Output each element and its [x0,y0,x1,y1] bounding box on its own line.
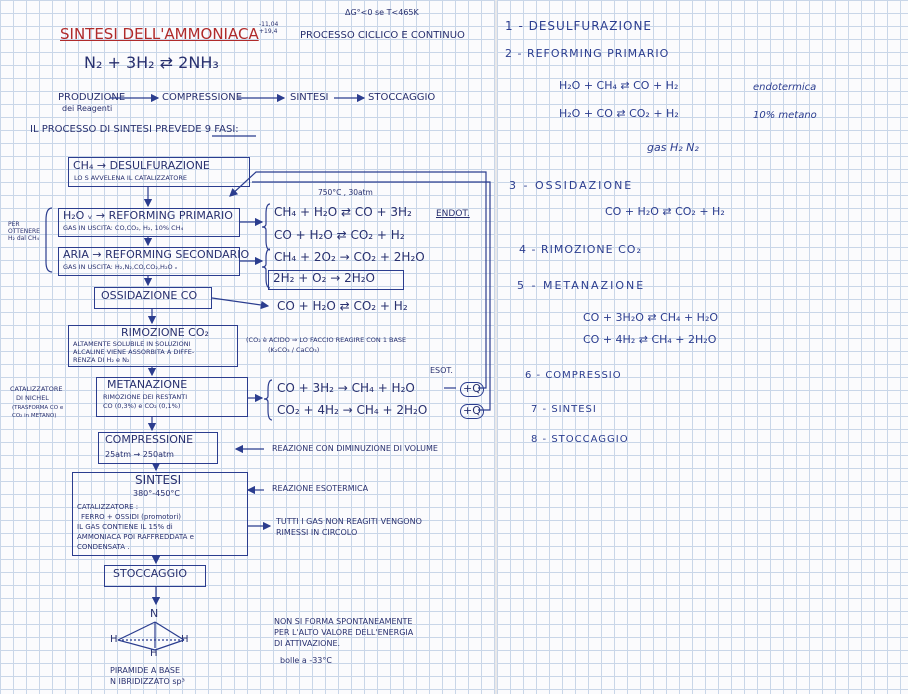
compr-sub: 25atm → 250atm [105,450,174,459]
box-ossidazione: OSSIDAZIONE CO [94,287,212,309]
meth-note1: RIMOZIONE DEI RESTANTI [103,394,187,401]
main-equation: N₂ + 3H₂ ⇄ 2NH₃ [84,54,219,72]
molecule-caption2: N IBRIDIZZATO sp³ [110,677,185,686]
compr-side: REAZIONE CON DIMINUZIONE DI VOLUME [272,444,438,453]
reform2-note: GAS IN USCITA: H₂,N₂,CO,CO₂,H₂O ᵥ [63,264,177,271]
catalyst-note3: (TRASFORMA CO e [12,405,63,411]
right-line-4: 4 - RIMOZIONE CO₂ [519,244,642,257]
meth-eq2: CO₂ + 4H₂ → CH₄ + 2H₂O [277,404,427,418]
reform1-tag: ENDOT. [436,209,470,219]
side-note-h2: PER OTTENERE H₂ dal CH₄ [8,222,48,243]
right-line-2c: gas H₂ N₂ [647,142,699,155]
flow-step-synthesis: SINTESI [290,92,329,104]
synth-temp: 380°-450°C [133,489,180,498]
notebook-page-right: 1 - DESULFURAZIONE 2 - REFORMING PRIMARI… [497,0,908,694]
synth-side2a: TUTTI I GAS NON REAGITI VENGONO [276,517,422,526]
box-sintesi: SINTESI 380°-450°C CATALIZZATORE : FERRO… [72,472,248,556]
catalyst-note2: DI NICHEL [16,395,49,402]
catalyst-note1: CATALIZZATORE [10,386,63,393]
flow-step-production-sub: dei Reagenti [62,104,112,113]
molecule-h-left: H [110,634,118,646]
right-line-2a: H₂O + CH₄ ⇄ CO + H₂ [559,80,678,93]
co2rem-side1: (CO₂ è ACIDO ⇒ LO FACCIO REAGIRE CON 1 B… [246,337,406,344]
flow-step-compression: COMPRESSIONE [162,92,242,104]
synth-cat1: CATALIZZATORE : [77,503,138,511]
right-line-2b: H₂O + CO ⇄ CO₂ + H₂ [559,108,679,121]
oxid-title: OSSIDAZIONE CO [101,290,197,303]
right-line-5a: CO + 3H₂O ⇄ CH₄ + H₂O [583,312,718,325]
right-line-2b-note: 10% metano [753,110,817,122]
box-stoccaggio: STOCCAGGIO [104,565,206,587]
box-reforming-primario: H₂O ᵥ → REFORMING PRIMARIO GAS IN USCITA… [58,208,240,237]
reform1-eq2: CO + H₂O ⇄ CO₂ + H₂ [274,229,405,243]
right-line-6: 6 - COMPRESSIO [525,370,622,382]
flow-step-production: PRODUZIONE [58,92,125,104]
desulf-note: LO S AVVELENA IL CATALIZZATORE [74,175,187,182]
header-note: ΔG°<0 se T<465K [345,8,419,17]
synth-cat3: IL GAS CONTIENE IL 15% di [77,523,173,531]
right-line-2: 2 - REFORMING PRIMARIO [505,48,669,61]
phases-intro: IL PROCESSO DI SINTESI PREVEDE 9 FASI: [30,124,239,136]
right-line-5: 5 - METANAZIONE [517,280,645,293]
box-metanazione: METANAZIONE RIMOZIONE DEI RESTANTI CO (0… [96,377,248,417]
box-rimozione-co2: RIMOZIONE CO₂ ALTAMENTE SOLUBILE IN SOLU… [68,325,238,367]
box-desulfurazione: CH₄ → DESULFURAZIONE LO S AVVELENA IL CA… [68,157,250,187]
title-note: -11,04 +19,4 [259,22,289,36]
molecule-h-bottom: H [150,648,158,660]
co2rem-title: RIMOZIONE CO₂ [121,327,209,340]
right-line-7: 7 - SINTESI [531,404,597,416]
reform2-eq1: CH₄ + 2O₂ → CO₂ + 2H₂O [274,251,425,265]
catalyst-note4: CO₂ in METANO) [12,413,56,419]
compr-title: COMPRESSIONE [105,434,193,447]
synth-side1: REAZIONE ESOTERMICA [272,484,368,493]
reform2-title: ARIA → REFORMING SECONDARIO [63,249,249,262]
molecule-h-right: H [181,634,189,646]
reform1-title: H₂O ᵥ → REFORMING PRIMARIO [63,210,233,223]
reform1-note: GAS IN USCITA: CO,CO₂, H₂, 10% CH₄ [63,225,183,232]
synth-cat5: CONDENSATA . [77,543,129,551]
right-line-8: 8 - STOCCAGGIO [531,434,629,446]
synth-side2b: RIMESSI IN CIRCOLO [276,528,357,537]
page-title: SINTESI DELL'AMMONIACA [60,26,259,43]
oxid-eq: CO + H₂O ⇄ CO₂ + H₂ [277,300,408,314]
bottom-note4: bolle a -33°C [280,656,332,665]
co2rem-note3: RENZA DI H₂ e N₂ [73,357,130,364]
bottom-note1: NON SI FORMA SPONTANEAMENTE [274,617,412,626]
bottom-note2: PER L'ALTO VALORE DELL'ENERGIA [274,628,413,637]
co2rem-side2: (K₂CO₃ / CaCO₃) [268,347,319,354]
reform2-eq2: 2H₂ + O₂ → 2H₂O [273,272,375,286]
molecule-n: N [150,608,158,621]
flow-step-storage: STOCCAGGIO [368,92,435,104]
bottom-note3: DI ATTIVAZIONE. [274,639,340,648]
box-reform2-eq2: 2H₂ + O₂ → 2H₂O [268,270,404,290]
molecule-caption1: PIRAMIDE A BASE [110,666,180,675]
meth-q1: +Q [460,382,484,397]
process-type: PROCESSO CICLICO E CONTINUO [300,30,465,42]
desulf-title: CH₄ → DESULFURAZIONE [73,160,210,173]
synth-title: SINTESI [135,474,181,488]
box-compressione: COMPRESSIONE 25atm → 250atm [98,432,218,464]
box-reforming-secondario: ARIA → REFORMING SECONDARIO GAS IN USCIT… [58,247,240,276]
notebook-page-left: SINTESI DELL'AMMONIACA -11,04 +19,4 ΔG°<… [0,0,495,694]
storage-title: STOCCAGGIO [113,568,187,581]
right-line-2a-note: endotermica [753,82,816,94]
meth-tag: ESOT. [430,366,453,375]
meth-title: METANAZIONE [107,379,187,392]
reform1-conditions: 750°C , 30atm [318,189,373,198]
right-line-3a: CO + H₂O ⇄ CO₂ + H₂ [605,206,725,219]
reform1-eq1: CH₄ + H₂O ⇄ CO + 3H₂ [274,206,412,220]
right-line-1: 1 - DESULFURAZIONE [505,20,652,34]
synth-cat4: AMMONIACA POI RAFFREDDATA e [77,533,194,541]
right-line-5b: CO + 4H₂ ⇄ CH₄ + 2H₂O [583,334,716,347]
meth-eq1: CO + 3H₂ → CH₄ + H₂O [277,382,415,396]
meth-note2: CO (0,3%) e CO₂ (0,1%) [103,403,180,410]
right-line-3: 3 - OSSIDAZIONE [509,180,633,193]
synth-cat2: FERRO + OSSIDI (promotori) [81,513,181,521]
meth-q2: +Q [460,404,484,419]
